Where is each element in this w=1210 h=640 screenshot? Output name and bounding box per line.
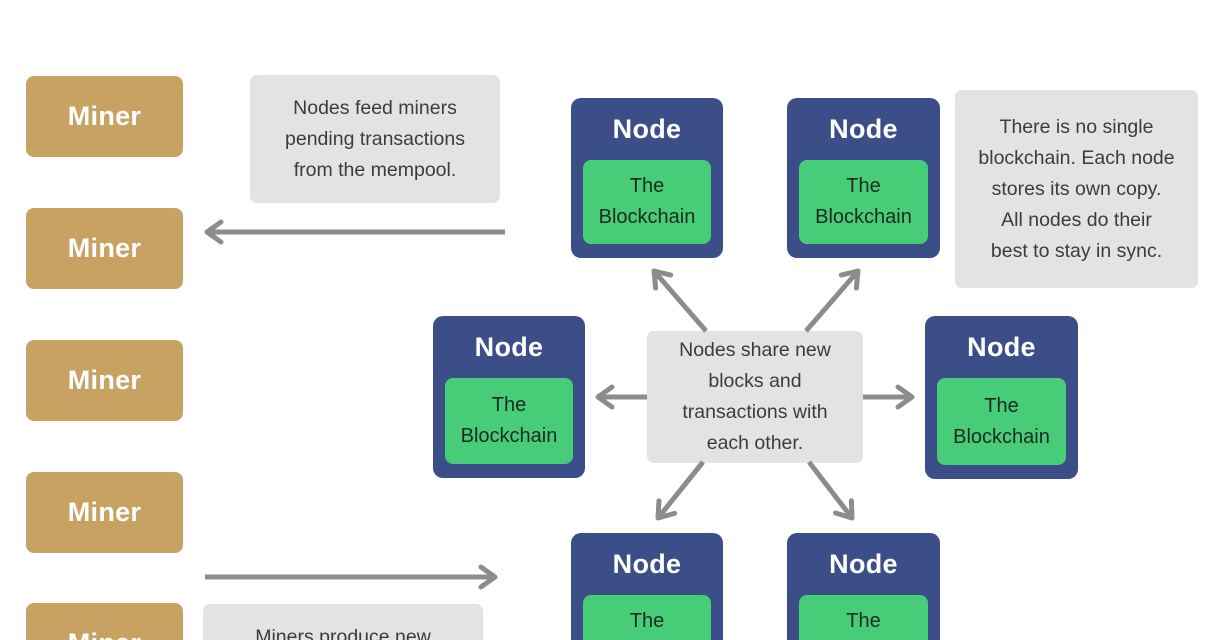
node-box-mid-left: Node The Blockchain: [433, 316, 585, 478]
arrow-center-up-right-icon: [804, 268, 861, 333]
miner-label: Miner: [67, 101, 142, 131]
node-box-bottom-right: Node The Blockchain: [787, 533, 940, 640]
node-box-bottom-left: Node The Blockchain: [571, 533, 723, 640]
callout-miners-produce-blocks: Miners produce new blocks for the blockc…: [203, 604, 483, 640]
callout-nodes-feed-miners: Nodes feed miners pending transactions f…: [250, 75, 500, 203]
miner-label: Miner: [67, 233, 142, 263]
node-title: Node: [612, 113, 682, 144]
node-title: Node: [967, 331, 1036, 362]
miner-box-1: Miner: [26, 76, 183, 157]
node-title: Node: [474, 331, 544, 362]
blockchain-box: The Blockchain: [445, 378, 573, 464]
node-box-mid-right: Node The Blockchain: [925, 316, 1078, 479]
node-box-top-right: Node The Blockchain: [787, 98, 940, 258]
miner-box-2: Miner: [26, 208, 183, 289]
callout-no-single-blockchain: There is no single blockchain. Each node…: [955, 90, 1198, 288]
callout-nodes-share-blocks: Nodes share new blocks and transactions …: [647, 331, 863, 463]
miner-box-3: Miner: [26, 340, 183, 421]
blockchain-box: The Blockchain: [583, 595, 711, 640]
miner-label: Miner: [67, 365, 142, 395]
blockchain-box: The Blockchain: [799, 595, 928, 640]
arrow-center-down-right-icon: [807, 460, 855, 521]
node-title: Node: [829, 113, 898, 144]
miner-box-5: Miner: [26, 603, 183, 640]
miner-label: Miner: [68, 628, 142, 640]
node-title: Node: [612, 548, 682, 579]
node-title: Node: [829, 548, 898, 579]
arrow-center-up-left-icon: [651, 268, 708, 333]
blockchain-box: The Blockchain: [937, 378, 1066, 465]
blockchain-box: The Blockchain: [583, 160, 711, 244]
blockchain-box: The Blockchain: [799, 160, 928, 244]
miner-box-4: Miner: [26, 472, 183, 553]
miner-label: Miner: [67, 497, 142, 527]
node-box-top-left: Node The Blockchain: [571, 98, 723, 258]
arrow-center-down-left-icon: [655, 460, 705, 521]
